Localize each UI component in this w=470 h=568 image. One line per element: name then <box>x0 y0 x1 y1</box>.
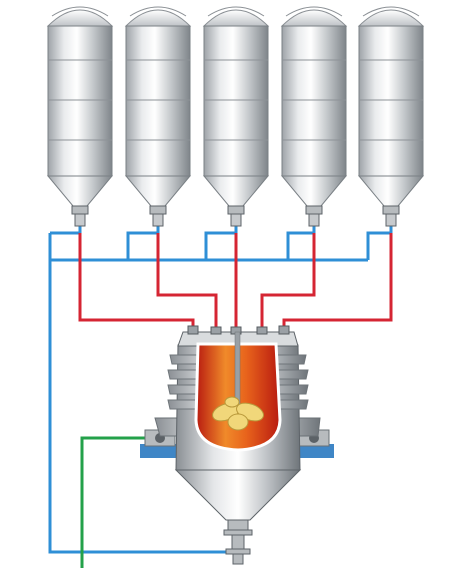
silo-group <box>46 6 425 227</box>
red-line-silo1 <box>78 233 195 330</box>
silo-body <box>203 25 269 177</box>
blue-line-silo5 <box>366 226 393 260</box>
silo-body <box>281 25 347 177</box>
silo-railing <box>285 6 343 17</box>
silo-icon <box>357 6 425 227</box>
silo-body <box>47 25 113 177</box>
silo-dome <box>357 9 425 27</box>
silo-body <box>125 25 191 177</box>
valve-icon <box>223 519 253 565</box>
red-line-silo4 <box>260 233 316 332</box>
silo-icon <box>46 6 114 227</box>
silo-icon <box>202 6 270 227</box>
silo-railing <box>362 6 420 17</box>
silo-dome <box>280 9 348 27</box>
silo-icon <box>124 6 192 227</box>
silo-valve <box>71 205 89 215</box>
agitator-icon <box>212 396 264 431</box>
silo-dome <box>202 9 270 27</box>
silo-outlet <box>385 213 397 227</box>
silo-dome <box>124 9 192 27</box>
silo-cone <box>46 175 114 207</box>
silo-outlet <box>74 213 86 227</box>
silo-dome <box>46 9 114 27</box>
blue-feed-lines <box>48 226 393 554</box>
silo-cone <box>357 175 425 207</box>
silo-outlet <box>230 213 242 227</box>
silo-cone <box>202 175 270 207</box>
silo-valve <box>149 205 167 215</box>
silo-cone <box>124 175 192 207</box>
red-line-silo2 <box>156 233 218 332</box>
reactor-cone <box>174 469 302 521</box>
silo-outlet <box>152 213 164 227</box>
blue-line-main <box>48 233 237 554</box>
reactor-vessel-icon <box>140 325 334 565</box>
silo-body <box>358 25 424 177</box>
inlet-nozzles <box>187 325 290 335</box>
silo-valve <box>227 205 245 215</box>
silo-valve <box>305 205 323 215</box>
blue-line-silo4 <box>286 226 316 260</box>
blue-line-silo1 <box>50 226 82 235</box>
silo-valve <box>382 205 400 215</box>
silo-railing <box>207 6 265 17</box>
silo-outlet <box>308 213 320 227</box>
silo-cone <box>280 175 348 207</box>
silo-railing <box>129 6 187 17</box>
blue-line-silo3 <box>204 226 238 260</box>
blue-line-silo2 <box>126 226 160 260</box>
silo-icon <box>280 6 348 227</box>
red-line-silo5 <box>282 233 393 330</box>
silo-railing <box>51 6 109 17</box>
red-feed-lines <box>78 233 393 332</box>
